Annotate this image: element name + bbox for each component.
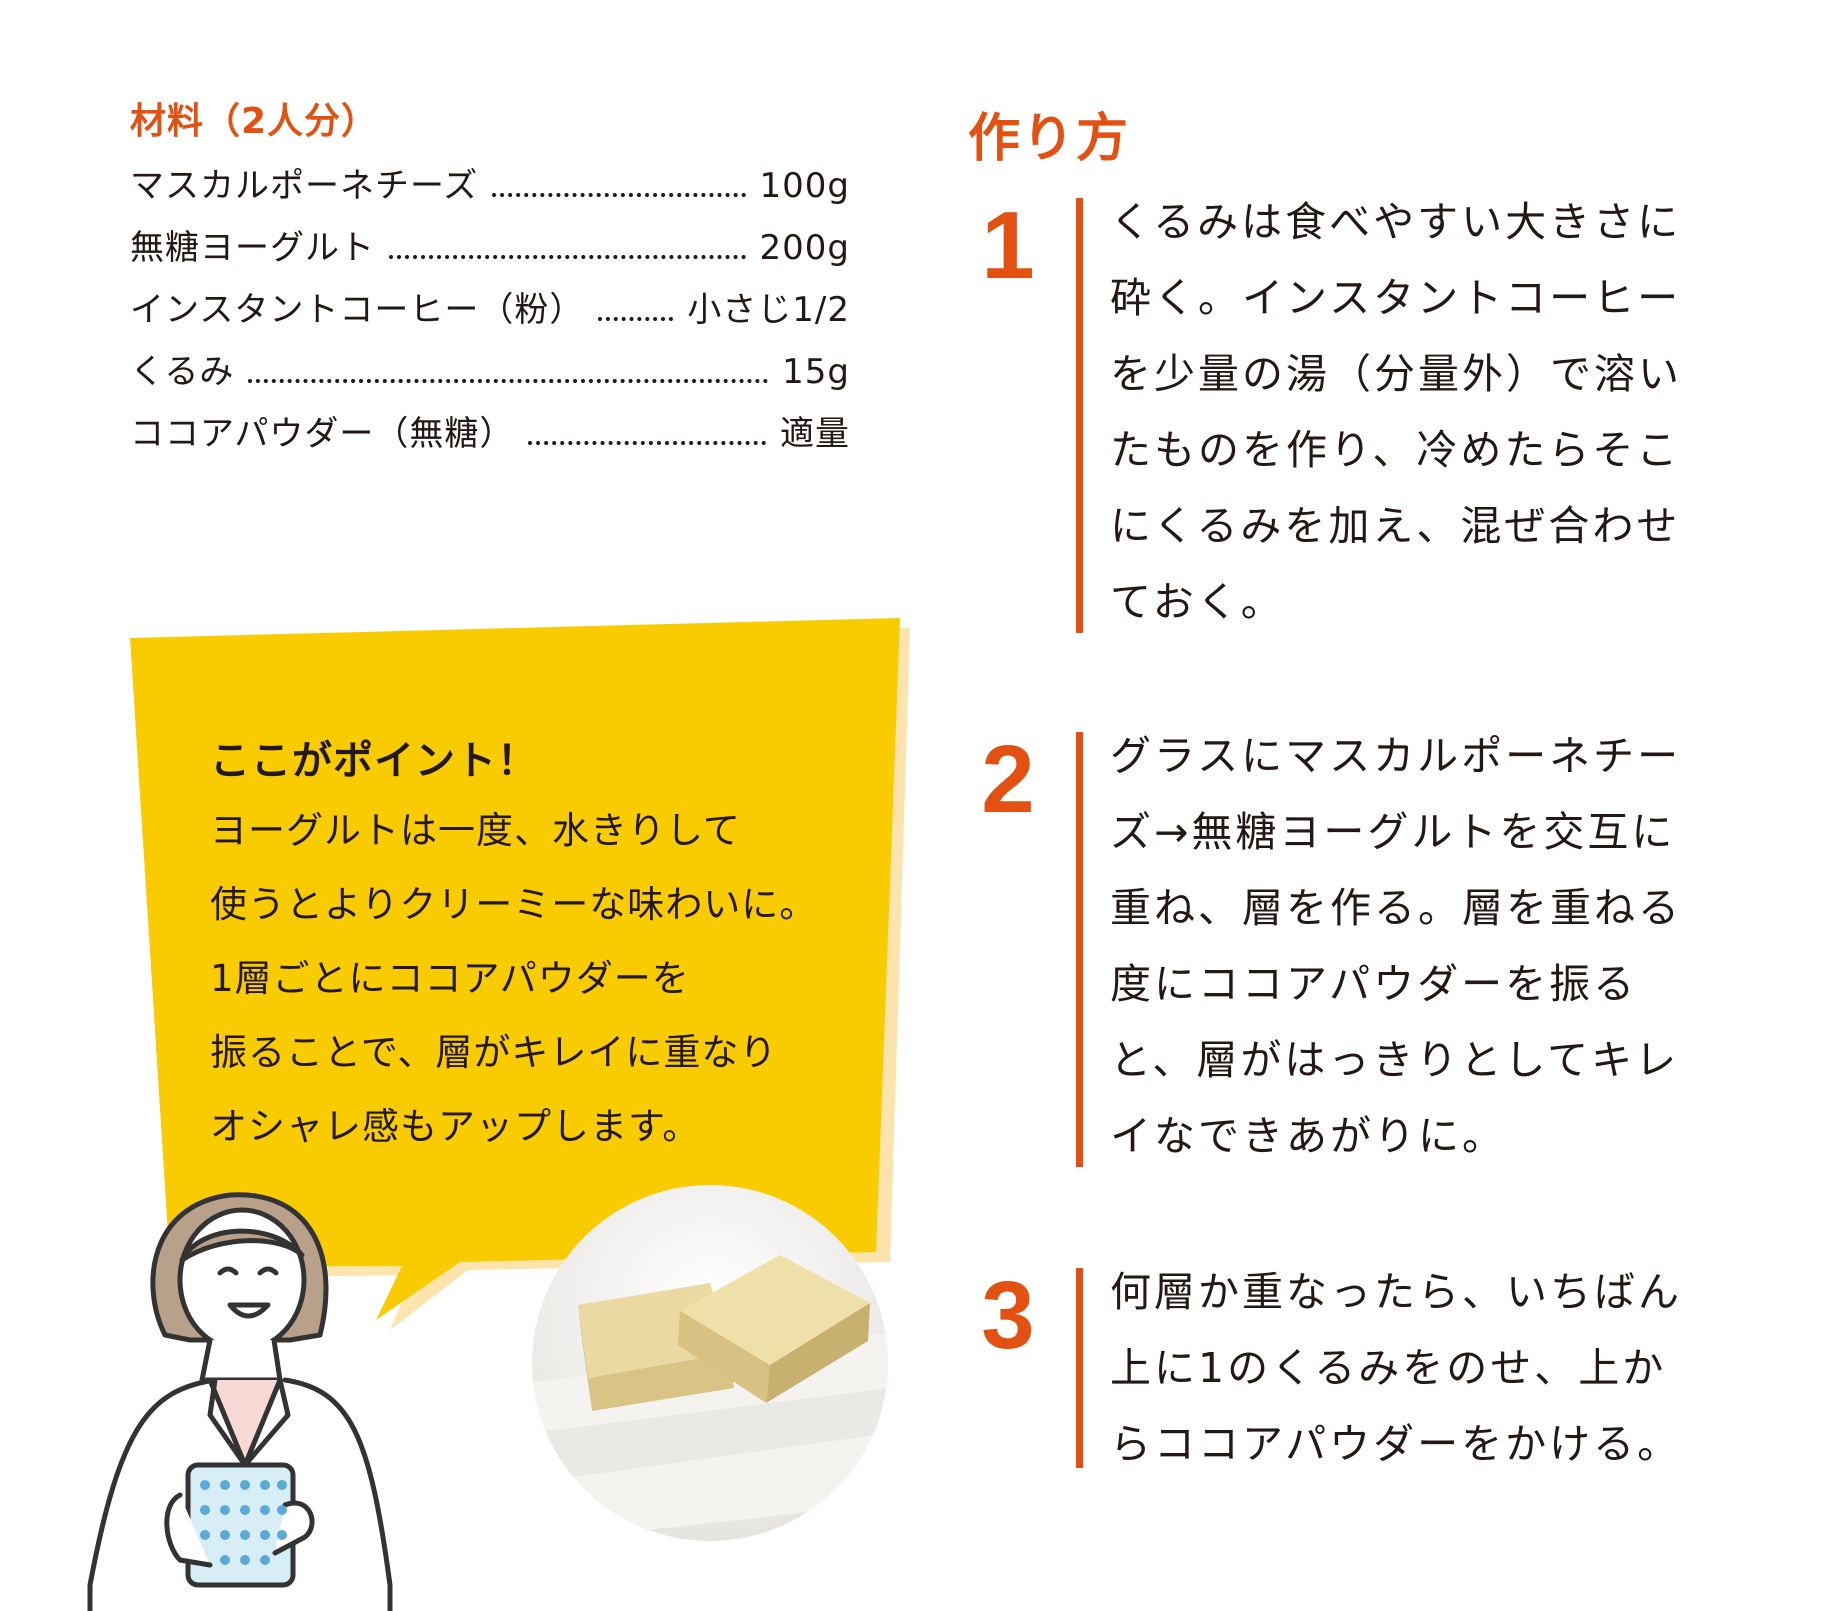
ingredient-name: マスカルポーネチーズ [130,166,479,206]
step-bar [1076,198,1083,633]
leader-dots [598,317,674,321]
step-number: 3 [981,1262,1035,1369]
ingredient-quantity: 200g [759,228,850,268]
ingredient-quantity: 小さじ1/2 [687,290,850,330]
point-line: 使うとよりクリーミーな味わいに。 [210,883,818,926]
point-box: ここがポイント！ ヨーグルトは一度、水きりして 使うとよりクリーミーな味わいに。… [210,728,870,1164]
step-3: 3 何層か重なったら、いちばん上に1のくるみをのせ、上からココアパウダーをかける… [968,1268,1718,1468]
ingredient-quantity: 15g [782,352,850,392]
step-bar [1076,732,1083,1167]
step-2: 2 グラスにマスカルポーネチーズ→無糖ヨーグルトを交互に重ね、層を作る。層を重ね… [968,732,1718,1172]
step-text: グラスにマスカルポーネチーズ→無糖ヨーグルトを交互に重ね、層を作る。層を重ねる度… [1110,732,1682,1160]
step-number: 2 [981,726,1035,833]
leader-dots [389,255,746,259]
ingredient-name: くるみ [130,352,235,392]
method-title: 作り方 [968,109,1131,169]
ingredient-row: インスタントコーヒー（粉） 小さじ1/2 [130,282,850,344]
ingredients-list: マスカルポーネチーズ 100g 無糖ヨーグルト 200g インスタントコーヒー（… [130,158,850,468]
ingredient-quantity: 100g [759,166,850,206]
ingredient-row: ココアパウダー（無糖） 適量 [130,406,850,468]
step-1: 1 くるみは食べやすい大きさに砕く。インスタントコーヒーを少量の湯（分量外）で溶… [968,198,1718,638]
point-line: 振ることで、層がキレイに重なり [210,1031,778,1074]
step-text: 何層か重なったら、いちばん上に1のくるみをのせ、上からココアパウダーをかける。 [1110,1268,1682,1468]
ingredient-name: ココアパウダー（無糖） [130,414,515,454]
step-number: 1 [981,192,1035,299]
ingredient-name: 無糖ヨーグルト [130,228,375,268]
ingredient-row: くるみ 15g [130,344,850,406]
point-line: オシャレ感もアップします。 [210,1105,701,1148]
leader-dots [528,441,766,445]
step-bar [1076,1268,1083,1468]
point-line: 1層ごとにココアパウダーを [210,957,690,1000]
ingredient-quantity: 適量 [780,414,850,454]
step-text: くるみは食べやすい大きさに砕く。インスタントコーヒーを少量の湯（分量外）で溶いた… [1110,198,1682,626]
bubble-body [130,618,900,1320]
ingredient-row: マスカルポーネチーズ 100g [130,158,850,220]
leader-dots [492,193,746,197]
point-title: ここがポイント！ [210,738,538,784]
point-line: ヨーグルトは一度、水きりして [210,809,741,852]
ingredient-name: インスタントコーヒー（粉） [130,290,585,330]
leader-dots [248,379,769,383]
point-text: ヨーグルトは一度、水きりして 使うとよりクリーミーな味わいに。 1層ごとにココア… [210,794,870,1164]
ingredient-row: 無糖ヨーグルト 200g [130,220,850,282]
woman-with-phone-illustration [87,1192,393,1611]
koya-tofu-photo [532,1185,888,1541]
ingredients-title: 材料（2人分） [130,101,379,142]
